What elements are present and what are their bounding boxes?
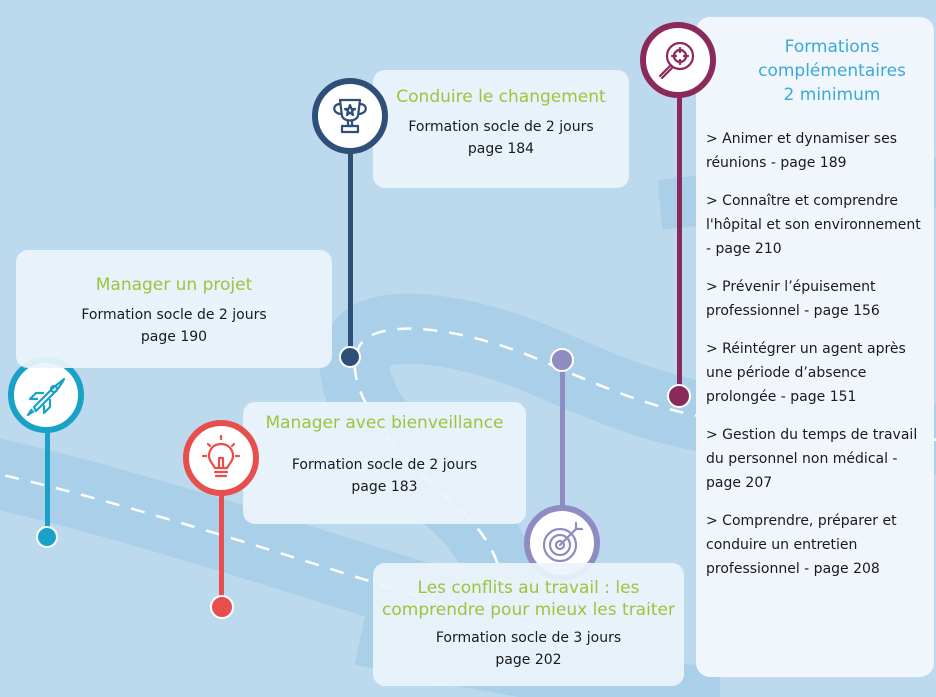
step-card-conflits-travail: Les conflits au travail : les comprendre… [373, 563, 684, 686]
trophy-pin-dot [339, 346, 361, 368]
magnifier-pin-head [640, 22, 716, 98]
step-title: Les conflits au travail : les comprendre… [382, 578, 675, 620]
lightbulb-pin-line [219, 490, 224, 600]
step-body: Formation socle de 2 jours page 184 [408, 119, 594, 157]
step-card-manager-bienveillance: Manager avec bienveillance Formation soc… [243, 402, 526, 524]
step-title: Conduire le changement [396, 87, 606, 107]
step-body: Formation socle de 3 jours page 202 [435, 630, 622, 668]
training-item: > Prévenir l’épuisement professionnel - … [706, 279, 880, 319]
step-title: Manager un projet [95, 275, 253, 295]
training-item: > Comprendre, préparer et conduire un en… [706, 513, 897, 577]
trophy-pin-head [312, 78, 388, 154]
magnifier-icon [658, 41, 695, 80]
trophy-icon [333, 98, 367, 134]
training-item: > Réintégrer un agent après une période … [706, 341, 906, 405]
training-item: > Gestion du temps de travail du personn… [706, 427, 918, 491]
training-item: > Connaître et comprendre l'hôpital et s… [706, 193, 921, 257]
step-body: Formation socle de 2 jours page 190 [81, 307, 267, 345]
lightbulb-pin-dot [210, 595, 234, 619]
lightbulb-icon [201, 434, 241, 478]
target-icon [542, 521, 584, 563]
panel-title: Formations complémentaires 2 minimum [758, 37, 906, 105]
step-card-conduire-changement: Conduire le changement Formation socle d… [373, 70, 629, 188]
rocket-icon [26, 377, 66, 417]
rocket-pin-head [8, 357, 84, 433]
target-pin-line [560, 368, 565, 508]
trophy-pin-line [348, 150, 353, 350]
complementary-trainings-panel: Formations complémentaires 2 minimum > A… [696, 17, 934, 677]
step-title: Manager avec bienveillance [265, 413, 504, 433]
rocket-pin-dot [36, 526, 58, 548]
magnifier-pin-dot [667, 384, 691, 408]
training-item: > Animer et dynamiser ses réunions - pag… [706, 131, 897, 171]
step-body: Formation socle de 2 jours page 183 [291, 457, 478, 495]
magnifier-pin-line [677, 95, 682, 395]
lightbulb-pin-head [183, 420, 259, 496]
rocket-pin-line [45, 395, 50, 535]
target-pin-dot [550, 348, 574, 372]
road-dashes [0, 327, 936, 609]
step-card-manager-projet: Manager un projet Formation socle de 2 j… [16, 250, 332, 368]
